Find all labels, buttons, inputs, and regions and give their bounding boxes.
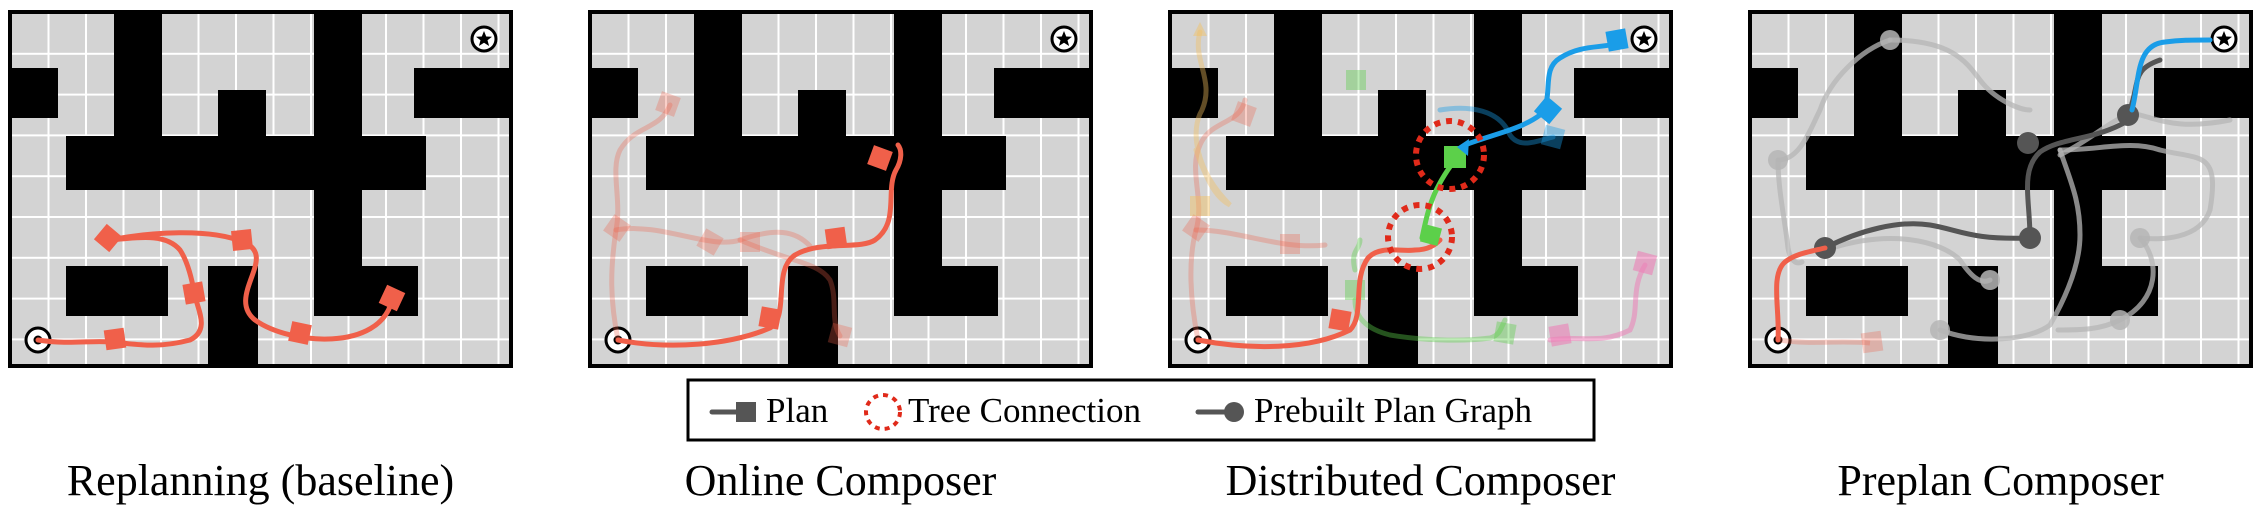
plan-markers-blue <box>1457 28 1629 156</box>
caption-distributed: Distributed Composer <box>1225 456 1616 505</box>
legend-plan-label: Plan <box>766 391 828 430</box>
plan-faded-red <box>1779 330 1884 354</box>
legend: Plan Tree Connection Prebuilt Plan Graph <box>686 378 1596 442</box>
panel-replanning <box>8 10 513 368</box>
tree-connection-rings <box>1385 118 1487 272</box>
plan-marker-red <box>1328 308 1352 332</box>
plan-path-red <box>1774 245 1828 343</box>
caption-preplan: Preplan Composer <box>1837 456 2164 505</box>
legend-tree-label: Tree Connection <box>908 391 1141 430</box>
panel-distributed <box>1168 10 1673 368</box>
faded-plans <box>1188 29 1648 343</box>
graph-legend-icon <box>1195 402 1244 422</box>
plan-markers-red <box>758 145 893 330</box>
plan-path-red <box>615 142 904 348</box>
graph-light-nodes <box>1768 30 2150 340</box>
panel-preplan <box>1748 10 2253 368</box>
panel-online <box>588 10 1093 368</box>
plan-markers-red <box>93 223 406 351</box>
plan-path-red <box>1195 237 1443 350</box>
faded-markers <box>603 91 853 348</box>
plan-legend-icon <box>709 402 756 422</box>
legend-graph-label: Prebuilt Plan Graph <box>1254 391 1533 430</box>
caption-online: Online Composer <box>684 456 997 505</box>
faded-plans <box>609 102 843 343</box>
tree-connection-legend-icon <box>864 393 902 431</box>
plan-path-blue <box>1462 41 1618 148</box>
plan-markers-green <box>1419 146 1466 247</box>
plan-path-red <box>35 230 395 348</box>
caption-replanning: Replanning (baseline) <box>66 456 455 505</box>
plan-path-blue <box>2129 37 2213 113</box>
